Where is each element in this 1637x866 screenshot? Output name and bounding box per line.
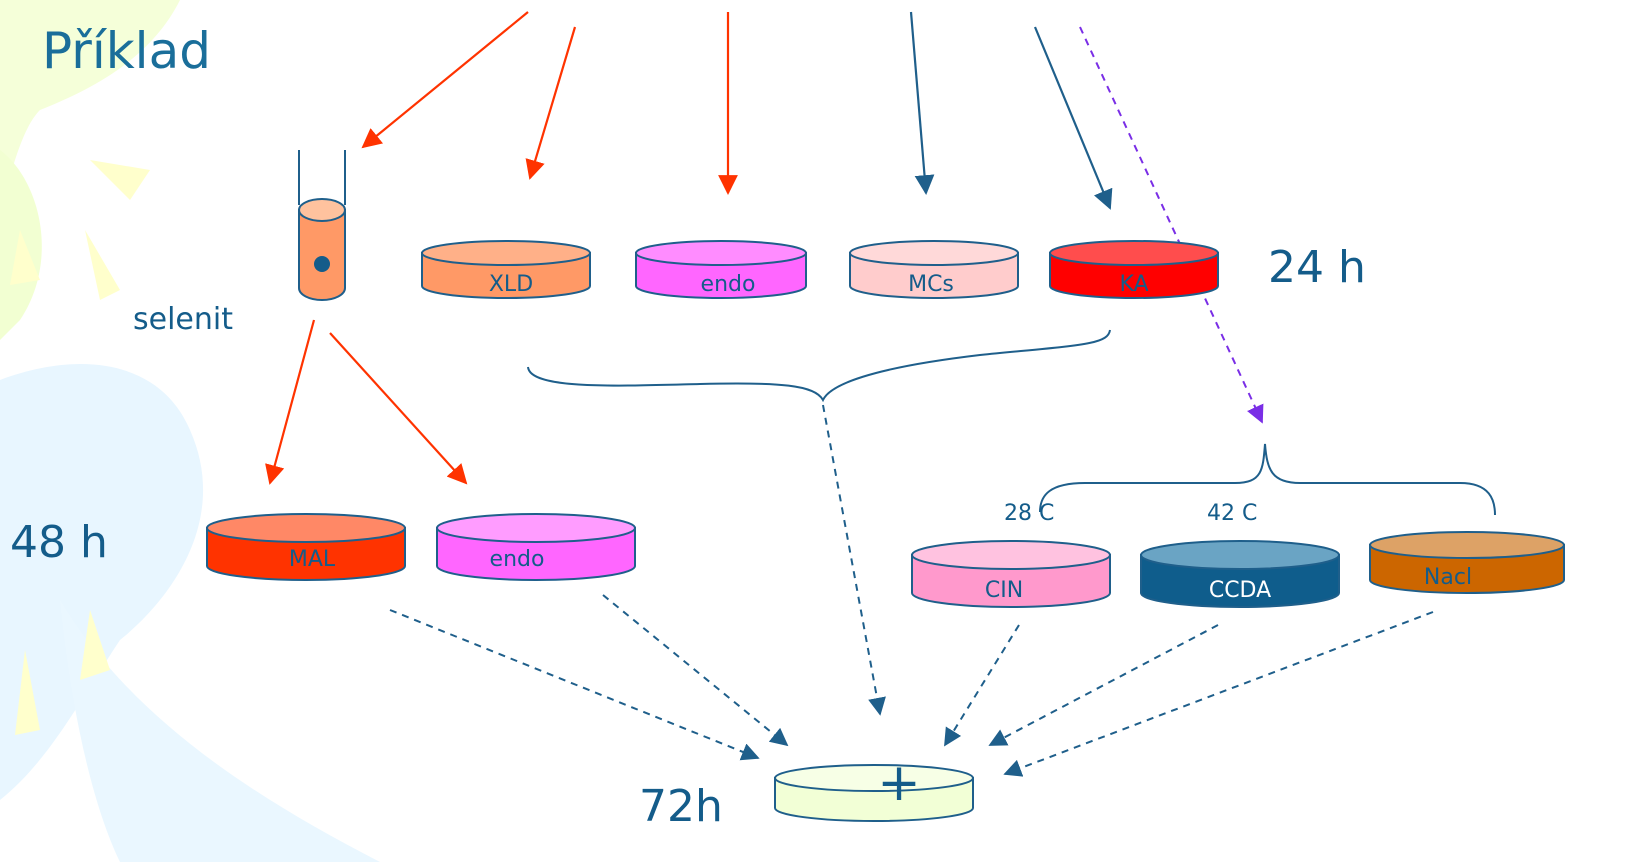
arrow-to-xld xyxy=(525,26,577,180)
label-temp-28: 28 C xyxy=(1004,501,1054,526)
label-cin: CIN xyxy=(985,578,1023,603)
label-mcs: MCs xyxy=(908,272,954,297)
time-label-72h: 72h xyxy=(639,781,723,832)
plate-xld xyxy=(421,240,591,299)
arrow-mal-to-result xyxy=(389,609,760,761)
label-mal: MAL xyxy=(289,547,336,572)
plate-result xyxy=(774,764,974,822)
time-label-24h: 24 h xyxy=(1268,242,1366,293)
brace-temperature xyxy=(1039,443,1496,516)
plate-mcs xyxy=(849,240,1019,299)
label-result: + xyxy=(877,753,921,813)
plate-nacl xyxy=(1369,531,1565,594)
plate-cin xyxy=(911,540,1111,608)
selenit-tube xyxy=(298,150,346,301)
tube-label: selenit xyxy=(133,302,233,337)
tube-dot xyxy=(314,256,330,272)
arrow-ccda-to-result xyxy=(988,624,1219,746)
label-temp-42: 42 C xyxy=(1207,501,1257,526)
label-endo-bottom: endo xyxy=(490,547,545,572)
arrow-cin-to-result xyxy=(944,624,1020,747)
arrow-tube-to-mal xyxy=(265,319,316,485)
label-nacl: Nacl xyxy=(1424,565,1472,590)
arrow-tube-to-endo-bottom xyxy=(329,332,468,485)
brace-top-plates xyxy=(527,329,1111,403)
label-ccda: CCDA xyxy=(1209,578,1271,603)
time-label-48h: 48 h xyxy=(10,517,108,568)
label-endo-top: endo xyxy=(701,272,756,297)
plate-ka xyxy=(1049,240,1219,299)
arrow-to-mcs xyxy=(909,11,935,195)
plate-mal xyxy=(206,513,406,581)
arrow-nacl-to-result xyxy=(1003,611,1434,777)
arrow-to-ka xyxy=(1033,26,1113,210)
background-decoration xyxy=(0,0,380,862)
label-ka: KA xyxy=(1119,272,1148,297)
label-xld: XLD xyxy=(489,272,533,297)
arrow-brace-to-result xyxy=(822,404,886,716)
plate-ccda xyxy=(1140,540,1340,608)
page-title: Příklad xyxy=(42,22,211,80)
plate-endo-top xyxy=(635,240,807,299)
arrow-to-cold-enrichment xyxy=(1079,26,1264,424)
plate-endo-bottom xyxy=(436,513,636,581)
arrow-to-selenit xyxy=(361,11,529,149)
arrow-endo-to-result xyxy=(602,594,789,747)
